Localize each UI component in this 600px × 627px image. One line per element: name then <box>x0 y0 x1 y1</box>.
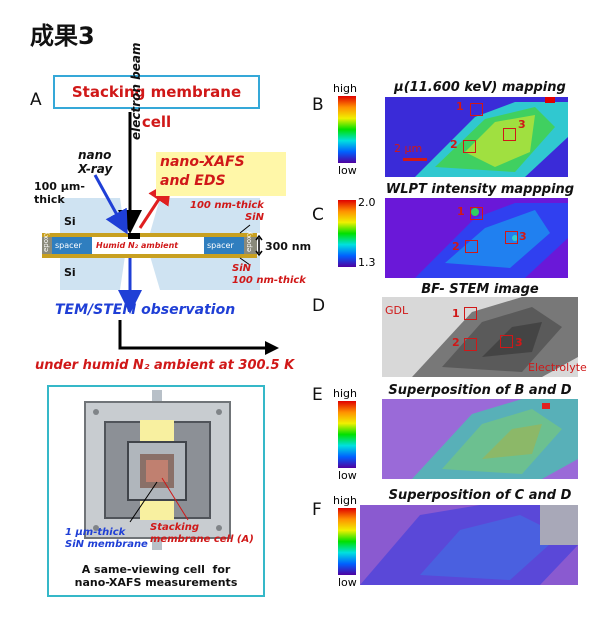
spacer-right-label: spacer <box>207 241 234 250</box>
colorbar-b <box>338 96 356 163</box>
marker-d-1-box <box>464 307 477 320</box>
panel-e-title: Superposition of B and D <box>388 383 572 398</box>
panel-f-title: Superposition of C and D <box>388 488 572 503</box>
marker-b-1-box <box>470 103 483 116</box>
map-b <box>385 97 568 177</box>
spacer-left-label: spacer <box>55 241 82 250</box>
epoxy-left <box>42 237 52 254</box>
colorbar-c-min: 1.3 <box>358 256 376 269</box>
colorbar-e-low: low <box>338 469 357 482</box>
colorbar-e-high: high <box>333 387 357 400</box>
humid-region <box>92 237 204 254</box>
panel-b-title: μ(11.600 keV) mapping <box>394 80 566 95</box>
panel-c-title: WLPT intensity mappping <box>385 182 575 197</box>
cell-illustration <box>84 390 231 550</box>
stacking-cell-label: Stacking membrane cell (A) <box>150 522 254 545</box>
marker-c-2: 2 <box>452 240 460 253</box>
stem-image-d <box>382 297 578 377</box>
spacer-right <box>204 237 244 254</box>
tem-stem-label: TEM/STEM observation <box>55 302 236 318</box>
colorbar-c-max: 2.0 <box>358 196 376 209</box>
sin-layer-top <box>42 233 257 237</box>
panel-b-letter: B <box>312 95 324 115</box>
marker-b-3: 3 <box>518 118 526 131</box>
spacer-left <box>52 237 92 254</box>
sample-spot <box>128 233 140 239</box>
marker-c-2-box <box>465 240 478 253</box>
colorbar-b-low: low <box>338 164 357 177</box>
panel-d-title: BF- STEM image <box>421 282 539 297</box>
nano-xafs-label: nano-XAFS and EDS <box>160 154 245 189</box>
overlay-f <box>360 505 578 585</box>
epoxy-left-label: epoxy <box>42 230 50 252</box>
thickness-label: 300 nm <box>265 240 312 253</box>
scale-bar-label: 2 μm <box>394 142 423 155</box>
marker-c-1-box <box>470 207 483 220</box>
marker-c-3: 3 <box>519 230 527 243</box>
colorbar-c <box>338 200 356 267</box>
colorbar-b-high: high <box>333 82 357 95</box>
overlay-e <box>382 399 578 479</box>
sin-bottom-label: SiN 100 nm-thick <box>232 263 306 286</box>
marker-c-3-box <box>505 231 518 244</box>
marker-b-2: 2 <box>450 138 458 151</box>
l-arrow-line <box>118 320 275 350</box>
colorbar-f-low: low <box>338 576 357 589</box>
colorbar-f <box>338 508 356 575</box>
electron-beam-label: electron beam <box>129 42 143 140</box>
sin-top-label: 100 nm-thick SiN <box>190 200 264 223</box>
epoxy-right <box>244 237 257 254</box>
marker-b-2-box <box>463 140 476 153</box>
colorbar-f-high: high <box>333 494 357 507</box>
si-block-bottom-left <box>60 256 125 290</box>
humid-n2-label: under humid N₂ ambient at 300.5 K <box>35 358 295 373</box>
gdl-label: GDL <box>385 304 409 317</box>
panel-f-letter: F <box>312 500 322 520</box>
nano-xafs-box <box>156 152 286 196</box>
si-block-bottom-right <box>150 256 260 290</box>
l-arrow-head <box>265 341 279 355</box>
scale-bar <box>403 158 427 161</box>
marker-c-1: 1 <box>457 205 465 218</box>
marker-d-1: 1 <box>452 307 460 320</box>
marker-d-2: 2 <box>452 336 460 349</box>
epoxy-right-label: epoxy <box>245 230 253 252</box>
si-label-bottom: Si <box>64 266 76 279</box>
si-thickness-label: 100 μm- thick <box>34 180 85 206</box>
panel-c-letter: C <box>312 205 324 225</box>
sin-layer-bottom <box>42 254 257 258</box>
stacking-cell-title: Stacking membrane cell <box>71 83 242 131</box>
marker-b-1: 1 <box>456 100 464 113</box>
marker-d-2-box <box>464 338 477 351</box>
cell-photo-box <box>47 385 265 597</box>
marker-d-3-box <box>500 335 513 348</box>
marker-b-3-box <box>503 128 516 141</box>
si-block-top-right <box>150 198 260 233</box>
page-title: 成果3 <box>30 22 95 50</box>
marker-d-3: 3 <box>515 336 523 349</box>
nano-xray-label: nano X-ray <box>78 148 113 176</box>
sin-membrane-label: 1 μm-thick SiN membrane <box>65 527 148 550</box>
si-label-top: Si <box>64 215 76 228</box>
colorbar-e <box>338 401 356 468</box>
cell-caption: A same-viewing cell for nano-XAFS measur… <box>74 563 238 589</box>
electrolyte-label: Electrolyte <box>528 361 587 374</box>
panel-d-letter: D <box>312 296 326 316</box>
humid-ambient-label: Humid N₂ ambient <box>96 241 179 250</box>
xray-arrow <box>93 174 128 235</box>
fluorescence-arrow <box>138 179 172 229</box>
panel-a-letter: A <box>30 90 42 110</box>
map-c <box>385 198 568 278</box>
panel-e-letter: E <box>312 385 323 405</box>
stacking-cell-title-box: Stacking membrane cell <box>53 75 260 131</box>
